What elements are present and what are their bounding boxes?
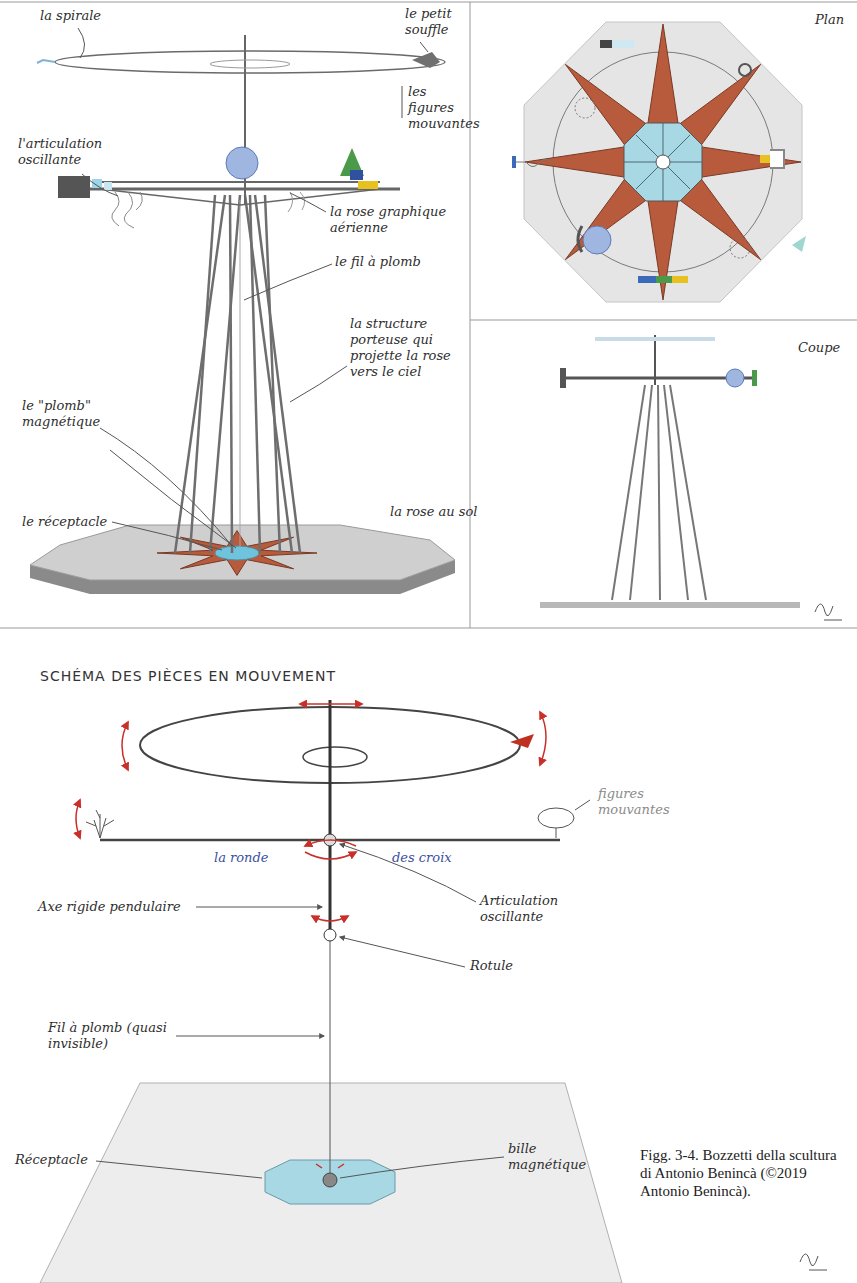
annotation-label: Fil à plomb (quasi invisible) xyxy=(48,1020,173,1052)
panel-heading: SCHÉMA DES PIÈCES EN MOUVEMENT xyxy=(40,668,336,684)
annotation-label: le "plomb" magnétique xyxy=(22,398,117,430)
annotation-label: bille magnétique xyxy=(508,1141,588,1173)
annotation-label: le réceptacle xyxy=(22,514,107,530)
annotation-label: la structure porteuse qui projette la ro… xyxy=(350,316,465,380)
panel-title: Plan xyxy=(815,12,844,28)
annotation-label: Axe rigide pendulaire xyxy=(38,899,181,915)
annotation-label: figures mouvantes xyxy=(598,786,668,818)
annotation-label: Articulation oscillante xyxy=(480,893,580,925)
annotation-label: la ronde xyxy=(214,850,268,866)
annotation-label: Réceptacle xyxy=(15,1152,88,1168)
annotation-label: le fil à plomb xyxy=(335,254,421,270)
annotation-label: la rose au sol xyxy=(390,504,478,520)
annotation-label: le petit souffle xyxy=(405,6,467,38)
annotation-label: la rose graphique aérienne xyxy=(330,204,455,236)
compass-rose xyxy=(525,24,801,300)
annotation-label: la spirale xyxy=(40,8,101,24)
annotation-label: les figures mouvantes xyxy=(408,84,470,132)
figure-caption: Figg. 3-4. Bozzetti della scultura di An… xyxy=(640,1146,845,1200)
annotation-label: des croix xyxy=(392,850,452,866)
panel-title: Coupe xyxy=(798,340,840,356)
annotation-label: Rotule xyxy=(470,958,513,974)
compass-rose xyxy=(157,531,317,576)
annotation-label: l'articulation oscillante xyxy=(18,136,118,168)
